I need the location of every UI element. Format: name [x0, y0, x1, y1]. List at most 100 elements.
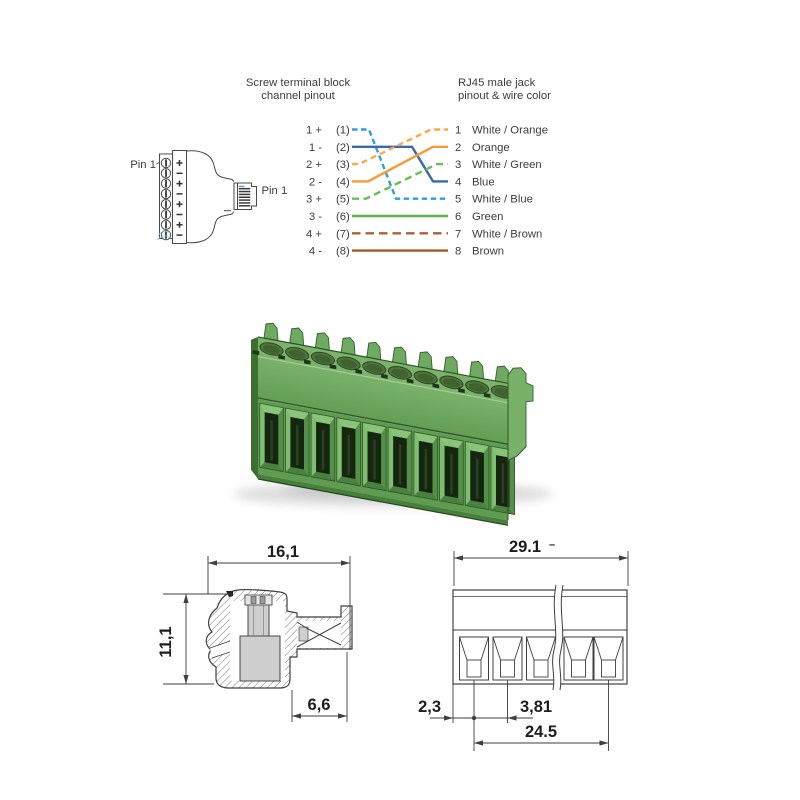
- channel-label: (1): [336, 125, 350, 137]
- screw-head-inner: [443, 378, 460, 388]
- screw-head-inner: [365, 364, 383, 373]
- wire-line-ch5: [352, 162, 448, 200]
- funnel-glint: [321, 429, 325, 471]
- funnel-outline: [259, 402, 284, 473]
- wire-color-label: White / Orange: [472, 125, 548, 137]
- front-pitch-value: 3,81: [520, 698, 552, 716]
- watermark-squiggle: [156, 230, 172, 241]
- cell-inner: [571, 659, 586, 678]
- polarity-column: [172, 150, 187, 244]
- photo-end-flange: [507, 367, 534, 462]
- funnel-bevel-bottom: [439, 495, 464, 506]
- latch-tab: [340, 337, 356, 356]
- channel-label: (3): [336, 159, 350, 171]
- channel-label: (6): [336, 211, 350, 223]
- cell-bevel: [514, 636, 523, 661]
- funnel-bevel-top: [465, 441, 489, 453]
- wire-color-label: Orange: [472, 142, 510, 154]
- funnel-glint: [373, 439, 376, 480]
- funnel-outline: [336, 417, 361, 487]
- funnel-bevel-right: [509, 450, 515, 515]
- terminal-pin1-label: Pin 1: [130, 159, 156, 171]
- arrowhead: [474, 740, 483, 746]
- wire-line-ch2: [352, 145, 448, 183]
- slot-mark: [483, 392, 491, 398]
- left-header-line1: Screw terminal block: [246, 77, 351, 89]
- screw-terminal-block-icon: [156, 150, 257, 244]
- front-cell: [563, 636, 594, 681]
- funnel-bevel-left: [362, 422, 368, 487]
- cell-bevel: [585, 636, 594, 661]
- cable-boot-top: [186, 150, 235, 182]
- funnel-bevel-top: [259, 403, 284, 415]
- funnel-bevel-top: [439, 436, 464, 449]
- cell-bevel: [492, 636, 501, 661]
- side-view-dimensions: 16,1 11,1 6,6: [157, 543, 351, 722]
- cell-bevel: [563, 636, 572, 661]
- arrowhead: [183, 594, 189, 603]
- section-screw-slot: [259, 596, 266, 604]
- arrowhead: [599, 740, 609, 746]
- funnel-bevel-bottom: [285, 467, 309, 477]
- rj45-pin1-label: Pin 1: [262, 185, 288, 197]
- funnel-outline: [464, 440, 490, 511]
- funnel-bevel-bottom: [362, 481, 387, 491]
- wire-line-ch1: [352, 128, 448, 200]
- pin-number: 8: [455, 246, 461, 258]
- funnel-bevel-left: [465, 441, 471, 506]
- section-clamp-body: [239, 635, 281, 682]
- section-screw-head: [244, 594, 273, 606]
- arrowhead: [183, 675, 189, 684]
- front-overall-width-value: 29.1: [509, 538, 541, 556]
- screw-head-inner: [494, 387, 512, 397]
- funnel-bevel-right: [432, 436, 438, 501]
- funnel-bevel-right: [329, 417, 335, 482]
- section-contact-block: [298, 626, 309, 642]
- pitch-dim-lines: [430, 680, 609, 751]
- front-edge-offset-value: 2,3: [418, 698, 441, 716]
- funnel-bevel-top: [413, 431, 438, 444]
- slot-mark: [252, 349, 260, 356]
- section-screw-slot: [250, 596, 257, 604]
- left-header-line2: channel pinout: [261, 90, 335, 102]
- pin-number: 3: [455, 159, 461, 171]
- photo-body: [251, 322, 534, 526]
- funnel-bevel-right: [483, 445, 489, 510]
- screw-head-inner: [468, 383, 486, 392]
- arrowhead: [619, 555, 628, 561]
- funnel-bevel-bottom: [388, 486, 412, 496]
- wire-color-label: White / Brown: [472, 228, 542, 240]
- funnel-glint: [398, 444, 402, 485]
- photo-wire-entries: [259, 402, 515, 516]
- terminal-label: 3 -: [309, 211, 322, 223]
- side-width-value: 16,1: [267, 543, 299, 561]
- terminal-label: 2 -: [309, 176, 322, 188]
- funnel-outline: [387, 426, 413, 496]
- side-depth-value: 6,6: [308, 696, 331, 714]
- pin-number: 4: [455, 176, 461, 188]
- break-gap: [552, 585, 563, 690]
- funnel-bevel-right: [381, 426, 387, 491]
- photo-band-highlight: [258, 356, 508, 404]
- funnel-outline: [362, 421, 387, 492]
- funnel-bevel-bottom: [311, 471, 335, 482]
- funnel-bevel-bottom: [465, 500, 489, 510]
- latch-tab: [366, 341, 382, 361]
- photo-bottom-strip: [258, 474, 508, 526]
- pin-number: 5: [455, 194, 461, 206]
- arrowhead: [208, 560, 217, 566]
- wire-color-label: White / Blue: [472, 194, 533, 206]
- funnel-bevel-bottom: [413, 490, 438, 501]
- slot-mark: [432, 383, 440, 389]
- cable-boot-bottom: [186, 211, 235, 244]
- front-span-value: 24.5: [525, 723, 557, 741]
- break-lines: [552, 584, 564, 691]
- cell-inner: [466, 659, 482, 678]
- front-cell: [492, 636, 523, 681]
- funnel-outline: [284, 407, 310, 477]
- arrowhead: [338, 713, 347, 719]
- pin-number: 7: [455, 228, 461, 240]
- side-height-value: 11,1: [157, 626, 175, 657]
